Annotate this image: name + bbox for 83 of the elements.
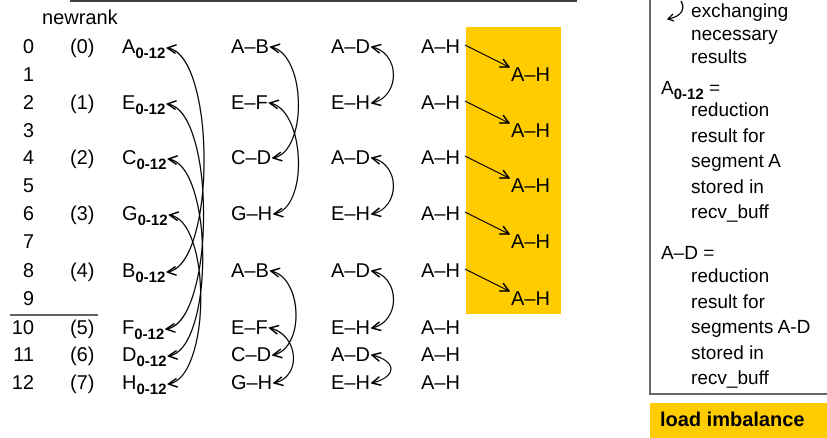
- segment-label: A–H: [421, 259, 460, 283]
- result-label: A–H: [511, 174, 550, 198]
- double-headed-arrow: [165, 103, 204, 330]
- rank-number: 9: [22, 287, 34, 311]
- double-headed-arrow: [371, 156, 394, 216]
- rank-number: 2: [22, 91, 34, 115]
- definition-text: reduction result for segment A stored in recv_buff: [691, 100, 782, 225]
- double-headed-arrow: [168, 214, 202, 386]
- double-headed-arrow: [270, 46, 299, 160]
- segment-label: A–H: [421, 146, 460, 170]
- segment-label: A–H: [421, 35, 460, 59]
- rank-number: 5: [22, 174, 34, 198]
- result-label: A–H: [511, 63, 550, 87]
- segment-label: A–H: [421, 202, 460, 226]
- segment-label: G$_{0-12}$: [122, 202, 168, 228]
- segment-label: G–H: [231, 371, 272, 395]
- double-headed-arrow: [371, 268, 394, 330]
- arrow: [464, 268, 510, 292]
- newrank-number: (3): [70, 202, 94, 226]
- segment-label: A–D: [331, 259, 370, 283]
- segment-label: E$_{0-12}$: [122, 91, 166, 117]
- legend-text: load imbalance: [660, 408, 804, 433]
- segment-label: A–B: [231, 35, 269, 59]
- segment-label: E–H: [331, 371, 370, 395]
- newrank-number: (6): [70, 343, 94, 367]
- segment-label: D$_{0-12}$: [122, 343, 166, 369]
- double-headed-arrow: [371, 352, 392, 386]
- newrank-number: (0): [70, 35, 94, 59]
- segment-label: E–H: [331, 202, 370, 226]
- legend-text: exchanging necessary results: [691, 0, 790, 69]
- newrank-number: (1): [70, 91, 94, 115]
- segment-label: H$_{0-12}$: [122, 371, 166, 397]
- double-headed-arrow: [268, 101, 299, 216]
- newrank-number: (5): [70, 316, 94, 340]
- segment-label: A–D: [331, 343, 370, 367]
- definition-text: reduction result for segments A-D stored in recv_buff: [691, 265, 811, 391]
- segment-label: A–H: [421, 371, 460, 395]
- segment-label: C–D: [231, 343, 272, 367]
- arrow: [464, 155, 510, 179]
- rank-number: 11: [13, 343, 34, 367]
- newrank-number: (7): [70, 371, 94, 395]
- result-label: A–H: [511, 287, 550, 311]
- segment-label: A–D: [331, 146, 370, 170]
- arrow: [464, 44, 510, 68]
- segment-label: E–F: [231, 316, 268, 340]
- definition-term: A–D =: [661, 242, 714, 266]
- segment-label: C–D: [231, 146, 272, 170]
- rank-number: 4: [22, 146, 34, 170]
- double-headed-arrow: [166, 47, 205, 273]
- highlight-panel: [466, 27, 561, 314]
- result-label: A–H: [511, 119, 550, 143]
- arrow: [464, 100, 510, 124]
- double-headed-arrow: [168, 158, 204, 357]
- rank-number: 6: [22, 202, 34, 226]
- arrow: [464, 211, 510, 235]
- segment-label: E–H: [331, 91, 370, 115]
- rank-number: 10: [12, 316, 34, 340]
- definition-term: A$_{0-12}$ =: [661, 77, 720, 102]
- rank-number: 7: [22, 230, 34, 254]
- rank-number: 12: [12, 371, 34, 395]
- double-headed-arrow: [270, 269, 297, 357]
- segment-label: B$_{0-12}$: [122, 259, 166, 285]
- newrank-number: (2): [70, 146, 94, 170]
- segment-label: A$_{0-12}$: [122, 35, 166, 61]
- double-headed-arrow: [268, 326, 294, 386]
- segment-label: C$_{0-12}$: [122, 146, 166, 172]
- rank-number: 3: [22, 119, 34, 143]
- double-headed-arrow: [371, 44, 394, 106]
- segment-label: E–F: [231, 91, 268, 115]
- result-label: A–H: [511, 230, 550, 254]
- rank-number: 1: [22, 63, 34, 87]
- segment-label: A–H: [421, 343, 460, 367]
- newrank-number: (4): [70, 259, 94, 283]
- segment-label: F$_{0-12}$: [122, 316, 164, 342]
- segment-label: A–B: [231, 259, 269, 283]
- segment-label: A–D: [331, 35, 370, 59]
- segment-label: A–H: [421, 91, 460, 115]
- rank-number: 0: [22, 35, 34, 59]
- segment-label: G–H: [231, 202, 272, 226]
- column-heading: newrank: [42, 6, 118, 30]
- segment-label: E–H: [331, 316, 370, 340]
- segment-label: A–H: [421, 316, 460, 340]
- rank-number: 8: [22, 259, 34, 283]
